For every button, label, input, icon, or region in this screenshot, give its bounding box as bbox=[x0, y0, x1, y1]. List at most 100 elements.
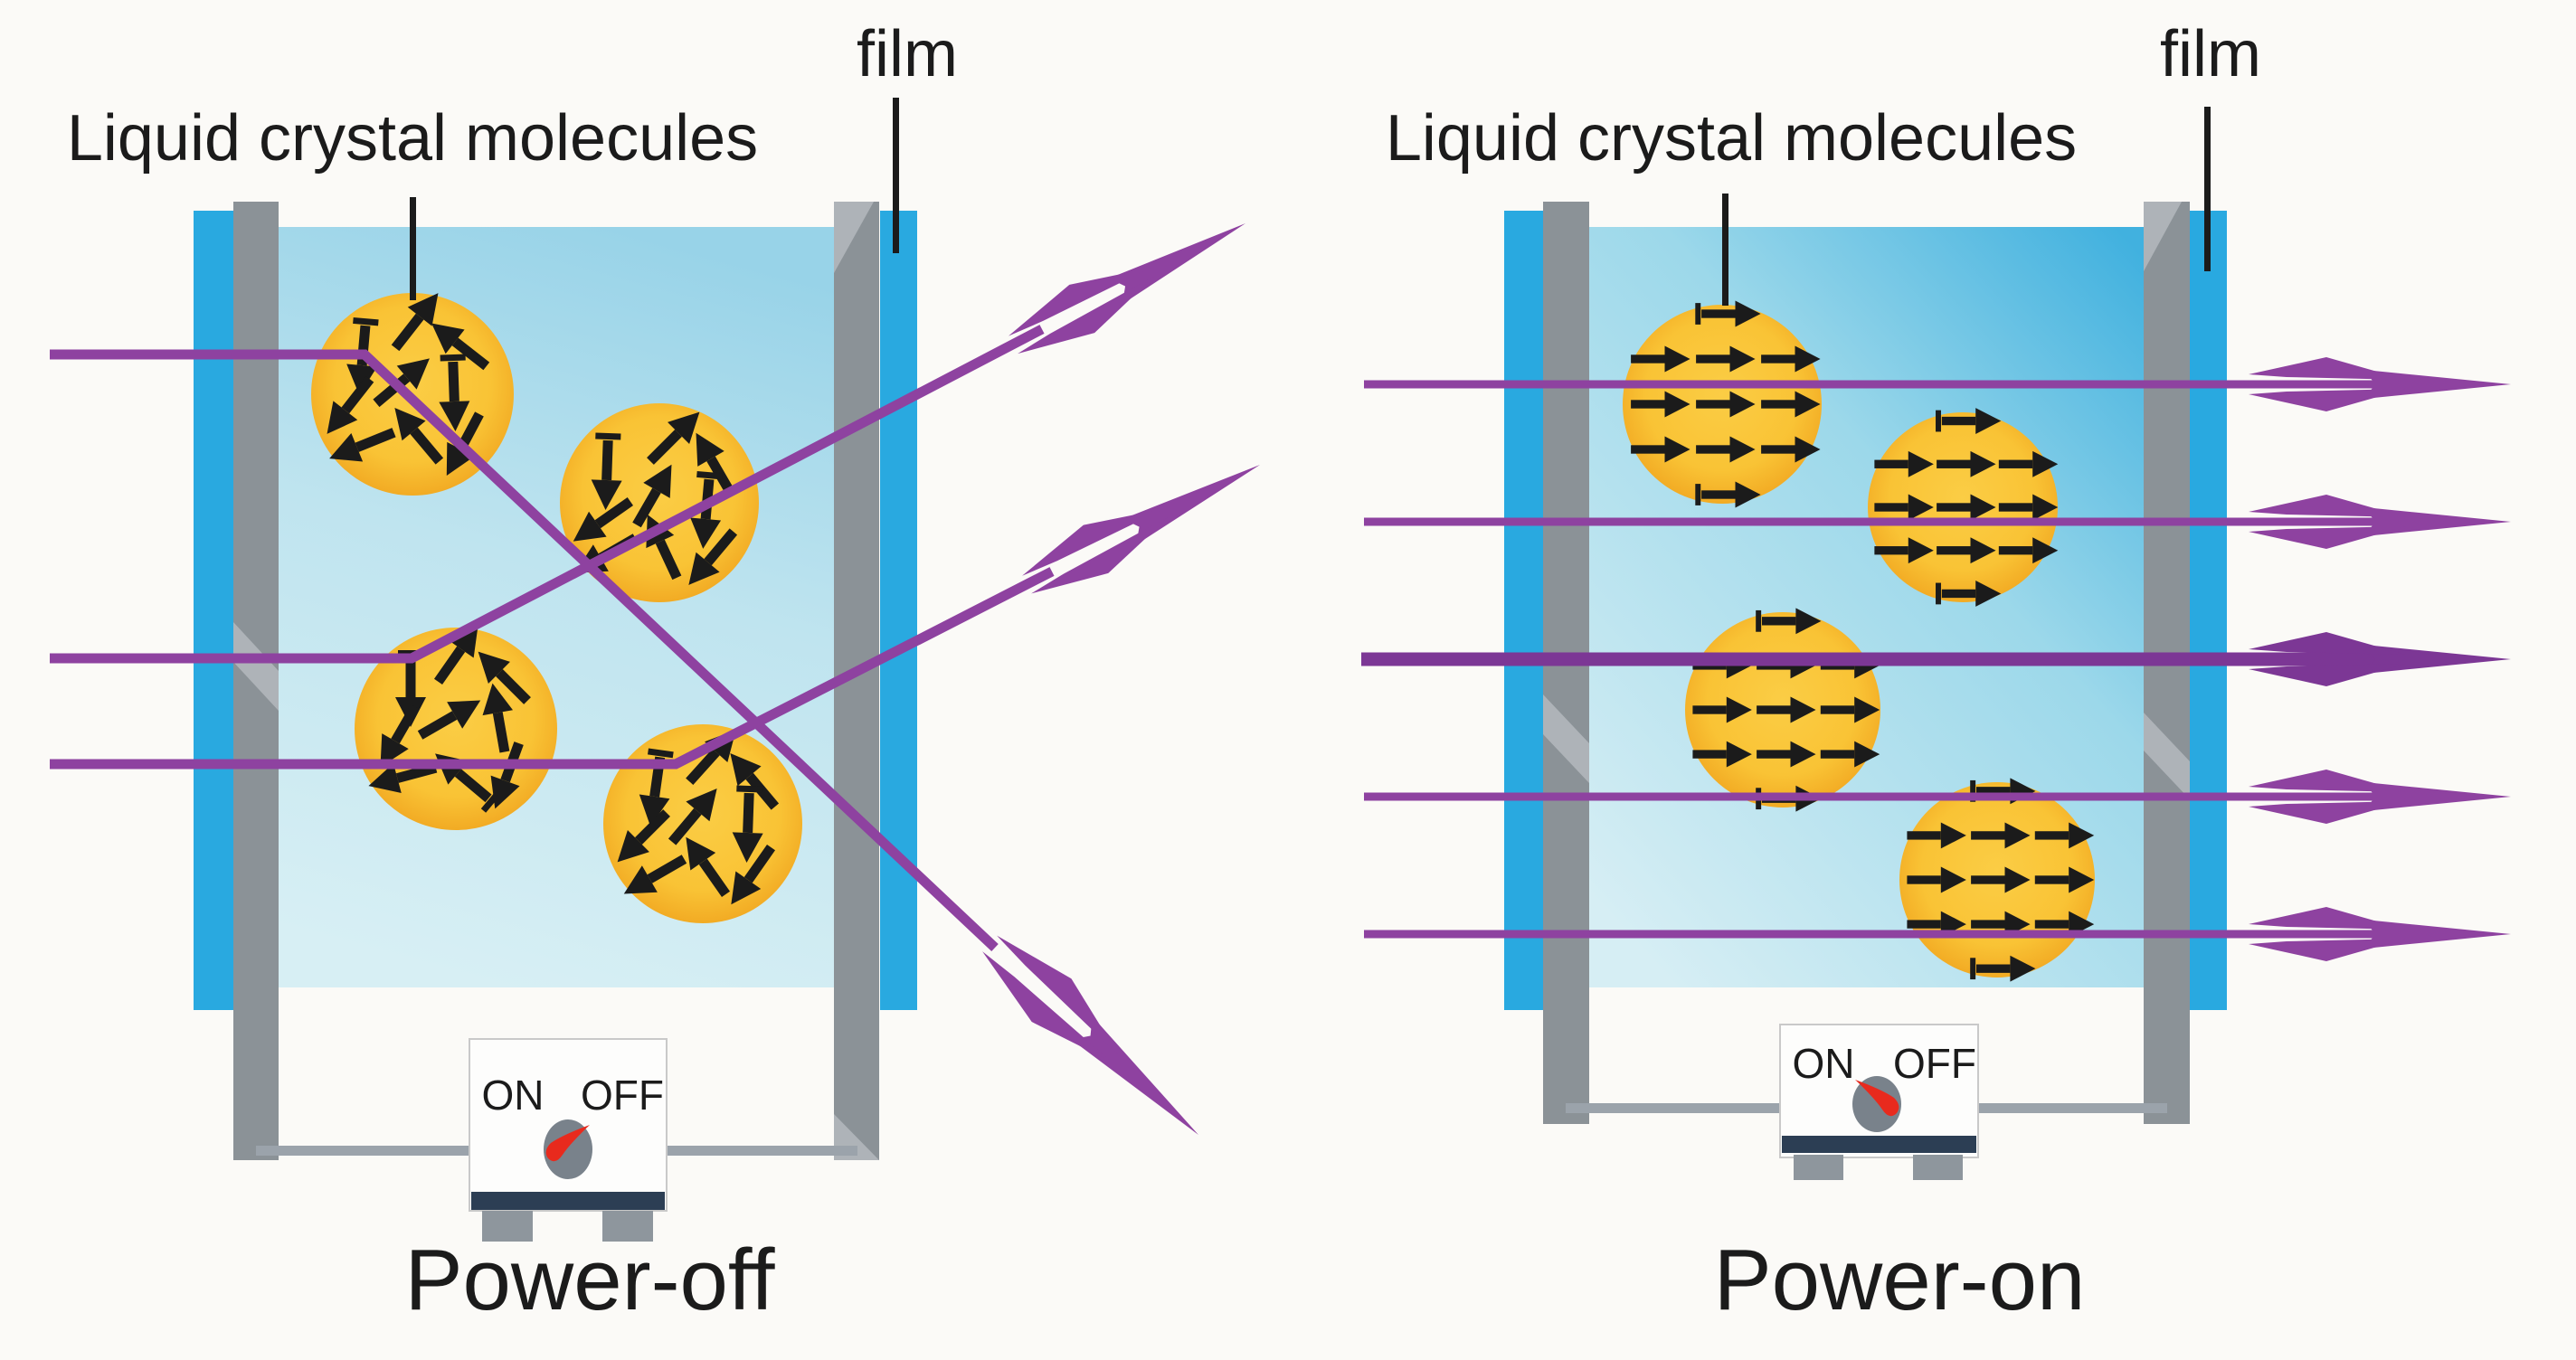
molecule-arrow-shaft bbox=[635, 809, 670, 845]
molecule-arrow-shaft bbox=[1701, 309, 1736, 318]
molecule-arrow-shaft bbox=[391, 313, 424, 352]
arrowhead-barb-bottom bbox=[2249, 801, 2406, 824]
state-label-power-off: Power-off bbox=[404, 1232, 774, 1328]
molecule-arrow-shaft bbox=[698, 858, 731, 898]
molecule-arrow bbox=[2034, 866, 2095, 893]
molecules-label: Liquid crystal molecules bbox=[1386, 102, 2077, 175]
molecule-arrow-head bbox=[1854, 696, 1880, 723]
glass-highlight bbox=[834, 202, 874, 273]
molecule-arrow bbox=[2034, 822, 2095, 849]
switch-knob bbox=[544, 1119, 592, 1179]
arrowhead-barb-bottom bbox=[2249, 389, 2406, 411]
molecule-arrow-tail-bar bbox=[353, 316, 379, 326]
molecule-arrow bbox=[1936, 408, 2002, 434]
molecule-arrow-shaft bbox=[355, 428, 396, 452]
film-label: film bbox=[857, 18, 958, 90]
arrowhead-barb-bottom bbox=[1031, 516, 1170, 594]
molecule-arrow-tail-bar bbox=[440, 354, 466, 362]
switch-off-label: OFF bbox=[1893, 1040, 1976, 1087]
molecule-arrow-head bbox=[478, 651, 510, 684]
molecule-arrow-shaft bbox=[1692, 705, 1727, 714]
molecule-arrow bbox=[1937, 494, 1996, 521]
arrowhead-barb-top bbox=[1022, 508, 1165, 576]
molecule-arrow bbox=[439, 354, 470, 431]
molecule-arrow-head bbox=[668, 411, 700, 444]
molecule-arrow bbox=[1757, 696, 1816, 723]
molecule-arrow bbox=[1631, 345, 1690, 373]
arrowhead-barb-top bbox=[2249, 495, 2406, 517]
molecule-arrow-shaft bbox=[1907, 920, 1941, 929]
panel-power-off: ON OFF Liquid crystal molecules film Pow… bbox=[50, 18, 1260, 1328]
molecule-arrow-head bbox=[1795, 345, 1821, 373]
molecule-arrow-head bbox=[686, 789, 717, 822]
molecule-arrow-head bbox=[2032, 450, 2059, 477]
molecule-arrow-head bbox=[329, 432, 364, 462]
molecule-arrow-head bbox=[1970, 450, 1996, 477]
molecule-arrow-shaft bbox=[632, 487, 661, 528]
molecule-arrow bbox=[1696, 345, 1756, 373]
molecule-arrow bbox=[1820, 696, 1880, 723]
molecule-arrow-head bbox=[2010, 955, 2036, 982]
molecule-arrow-head bbox=[696, 432, 724, 467]
molecule-arrow-head bbox=[617, 830, 649, 863]
molecule-arrow-shaft bbox=[1941, 589, 1976, 599]
arrowhead-barb-bottom bbox=[2249, 939, 2406, 961]
molecule-arrow bbox=[668, 789, 717, 845]
arrowhead-barb-top bbox=[1008, 268, 1151, 336]
molecule-arrow bbox=[1631, 436, 1690, 463]
molecule-arrow bbox=[1971, 822, 2031, 849]
molecule-arrow-tail-bar bbox=[595, 432, 621, 440]
molecule-arrow-head bbox=[1729, 345, 1756, 373]
molecule-arrow bbox=[1756, 608, 1822, 635]
molecule-arrow-shaft bbox=[1907, 831, 1941, 840]
switch-off-label: OFF bbox=[581, 1072, 664, 1119]
molecule-arrow bbox=[1907, 866, 1966, 893]
molecule-arrow-shaft bbox=[448, 361, 459, 402]
wire bbox=[1978, 1103, 2167, 1113]
arrowhead-barb-top bbox=[2249, 907, 2406, 930]
molecule-arrow-head bbox=[643, 464, 672, 498]
molecule-arrow-head bbox=[407, 293, 439, 326]
light-ray-arrowhead bbox=[2249, 357, 2511, 411]
molecule-arrow-shaft bbox=[1631, 354, 1665, 364]
light-ray-arrowhead bbox=[1022, 465, 1260, 594]
arrowhead-spear bbox=[1071, 1016, 1198, 1135]
arrowhead-barb-top bbox=[2249, 357, 2406, 380]
molecule-arrow bbox=[1937, 537, 1996, 564]
molecule-arrow bbox=[329, 428, 396, 462]
arrowhead-spear bbox=[2364, 645, 2511, 674]
molecule-arrow bbox=[1761, 436, 1821, 463]
molecule-arrow-shaft bbox=[1998, 546, 2033, 555]
light-ray-arrowhead bbox=[2249, 632, 2511, 686]
molecule-arrow bbox=[1696, 391, 1756, 418]
molecule-arrow-head bbox=[446, 441, 475, 476]
molecule-arrow-head bbox=[447, 700, 481, 729]
molecules-label: Liquid crystal molecules bbox=[67, 102, 758, 175]
molecule-arrow-shaft bbox=[1820, 705, 1855, 714]
wire bbox=[667, 1146, 857, 1156]
molecule-arrow-shaft bbox=[594, 496, 634, 529]
molecule-arrow-shaft bbox=[433, 646, 466, 685]
power-switch-off: ON OFF bbox=[469, 1038, 668, 1242]
molecule-arrow-shaft bbox=[686, 748, 720, 785]
molecules-pointer-line bbox=[1722, 194, 1728, 306]
molecule-arrow-head bbox=[690, 517, 722, 549]
molecule-arrow bbox=[1692, 696, 1752, 723]
molecule-arrow-tail-bar bbox=[1970, 958, 1976, 980]
arrowhead-barb-top bbox=[2249, 770, 2406, 792]
light-ray bbox=[50, 325, 1045, 664]
molecule-arrow-shaft bbox=[1971, 831, 2005, 840]
molecule-arrow-head bbox=[1975, 581, 2002, 607]
molecule-arrow-head bbox=[1790, 696, 1816, 723]
molecule-arrow bbox=[391, 293, 439, 352]
molecule-arrow-shaft bbox=[1975, 787, 2011, 796]
glass-highlight bbox=[233, 622, 279, 711]
film-pointer-line bbox=[893, 98, 899, 253]
molecule-arrow bbox=[1998, 494, 2059, 521]
molecule-arrow bbox=[478, 651, 531, 704]
molecule-arrow-tail-bar bbox=[696, 470, 723, 480]
molecule-arrow-head bbox=[688, 552, 720, 585]
molecule-arrow-head bbox=[1735, 300, 1761, 327]
molecule-arrow-head bbox=[623, 865, 658, 894]
